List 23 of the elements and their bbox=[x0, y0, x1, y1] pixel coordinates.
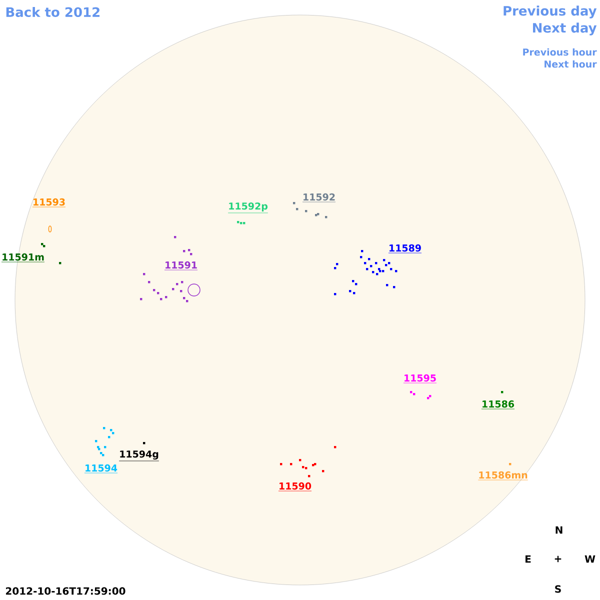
region-label: 11586 bbox=[481, 400, 515, 410]
region-label: 11591 bbox=[164, 261, 198, 270]
compass-letter: + bbox=[554, 556, 562, 562]
navigation-link: Back to 2012 bbox=[6, 6, 100, 18]
navigation-link: Previous hour bbox=[523, 48, 597, 56]
navigation-link: Next hour bbox=[544, 60, 597, 68]
navigation-link: Previous day bbox=[504, 6, 597, 18]
navigation-link: Next day bbox=[533, 22, 597, 36]
region-label: 11592p bbox=[228, 202, 268, 214]
region-label: 11586mn bbox=[478, 471, 528, 480]
region-label: 11594 bbox=[84, 464, 118, 474]
region-label: 11590 bbox=[278, 482, 312, 492]
compass-letter: E bbox=[526, 555, 531, 563]
region-label: 11592 bbox=[302, 193, 336, 202]
compass-letter: N bbox=[556, 526, 562, 534]
region-label: 11594g bbox=[118, 450, 160, 462]
compass-letter: S bbox=[555, 585, 561, 593]
region-label: 11589 bbox=[388, 244, 422, 254]
timestamp: 2012-10-16T17:59:00 bbox=[6, 587, 126, 595]
compass-letter: W bbox=[584, 555, 596, 563]
region-label: 11593 bbox=[32, 198, 66, 208]
region-label: 11595 bbox=[403, 374, 437, 384]
region-label: 11591m bbox=[1, 253, 45, 262]
